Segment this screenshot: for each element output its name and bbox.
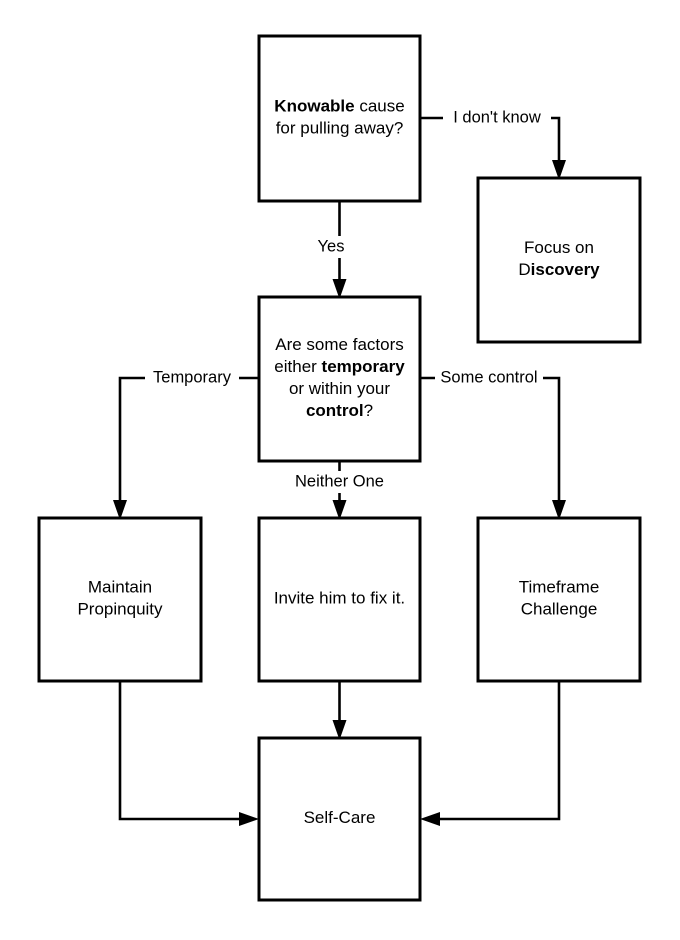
edge-label-layer: I don't know Yes Temporary Neither One S… <box>145 107 551 493</box>
edge-knowable-to-discovery-arrowhead <box>552 160 566 180</box>
edge-factors-to-propinquity <box>113 376 259 520</box>
edge-propinquity-to-selfcare <box>118 681 259 826</box>
knowable-cause-box[interactable] <box>257 34 422 203</box>
edge-label-i-dont-know-text: I don't know <box>453 108 541 126</box>
edge-label-neither-one-bg <box>286 471 393 493</box>
self-care-box[interactable] <box>257 736 422 902</box>
edge-knowable-to-factors-arrowhead <box>332 279 347 299</box>
connector-layer <box>113 116 566 826</box>
invite-him-to-fix-it-node[interactable]: Invite him to fix it. <box>257 516 422 683</box>
edge-timeframe-to-selfcare-arrowhead <box>420 812 440 826</box>
self-care-label: Self-Care <box>304 808 376 827</box>
edge-factors-to-propinquity-line <box>118 376 259 508</box>
edge-label-some-control-text: Some control <box>440 368 537 386</box>
edge-factors-to-timeframe-arrowhead <box>552 500 566 520</box>
edge-label-temporary-text: Temporary <box>153 368 232 386</box>
invite-him-to-fix-it-box[interactable] <box>257 516 422 683</box>
edge-invite-to-selfcare <box>332 681 347 740</box>
timeframe-challenge-box[interactable] <box>476 516 642 683</box>
edge-label-neither-one: Neither One <box>286 471 393 493</box>
edge-label-some-control-bg <box>435 367 543 389</box>
edge-factors-to-timeframe-line <box>420 376 561 508</box>
edge-label-i-dont-know-bg <box>443 107 551 129</box>
edge-factors-to-propinquity-arrowhead <box>113 500 127 520</box>
edge-factors-to-invite-arrowhead <box>332 500 347 520</box>
focus-on-discovery-box[interactable] <box>476 176 642 344</box>
self-care-node[interactable]: Self-Care <box>257 736 422 902</box>
edge-propinquity-to-selfcare-arrowhead <box>239 812 259 826</box>
edge-propinquity-to-selfcare-line <box>118 681 247 821</box>
edge-label-some-control: Some control <box>435 367 543 389</box>
edge-label-yes-text: Yes <box>318 237 345 255</box>
edge-label-i-dont-know: I don't know <box>443 107 551 129</box>
edge-label-yes-bg <box>312 236 350 258</box>
edge-timeframe-to-selfcare <box>420 681 561 826</box>
factors-temporary-control-box[interactable] <box>257 295 422 463</box>
maintain-propinquity-box[interactable] <box>37 516 203 683</box>
edge-factors-to-timeframe <box>420 376 566 520</box>
edge-label-neither-one-text: Neither One <box>295 472 384 490</box>
edge-label-temporary-bg <box>145 367 239 389</box>
invite-him-to-fix-it-label: Invite him to fix it. <box>274 589 405 608</box>
edge-label-temporary: Temporary <box>145 367 239 389</box>
edge-timeframe-to-selfcare-line <box>432 681 561 821</box>
edge-invite-to-selfcare-arrowhead <box>332 720 347 740</box>
edge-label-yes: Yes <box>312 236 350 258</box>
